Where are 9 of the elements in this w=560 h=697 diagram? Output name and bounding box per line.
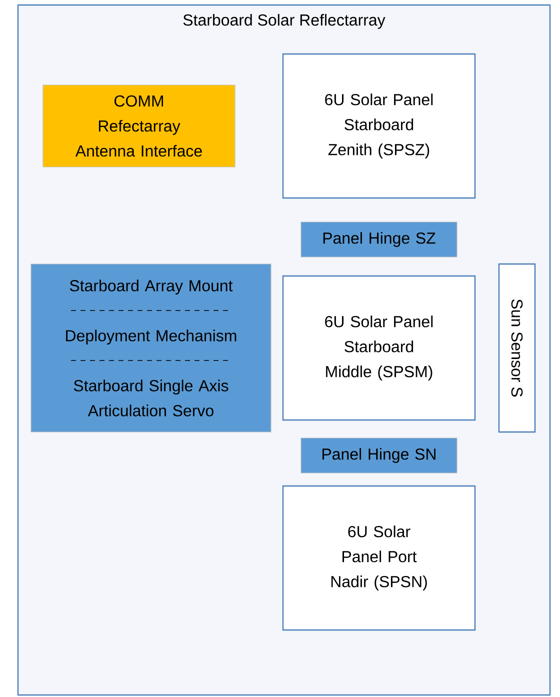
solar-panel-box: 6U Solar Panel Port Nadir (SPSN) bbox=[282, 485, 476, 631]
solar-panel-box: 6U Solar Panel Starboard Zenith (SPSZ) bbox=[282, 53, 476, 199]
component-box: Panel Hinge SN bbox=[300, 438, 458, 474]
component-box: Panel Hinge SZ bbox=[300, 222, 458, 258]
component-box: Starboard Array Mount Deployment Mechanism Starboard Single Axis Articulation Servo bbox=[30, 264, 272, 432]
sensor-box: Sun Sensor S bbox=[498, 263, 536, 433]
solar-panel-box: 6U Solar Panel Starboard Middle (SPSM) bbox=[282, 275, 476, 421]
title-text: Starboard Solar Reflectarray bbox=[183, 14, 386, 29]
interface-box: COMM Refectarray Antenna Interface bbox=[42, 84, 236, 168]
